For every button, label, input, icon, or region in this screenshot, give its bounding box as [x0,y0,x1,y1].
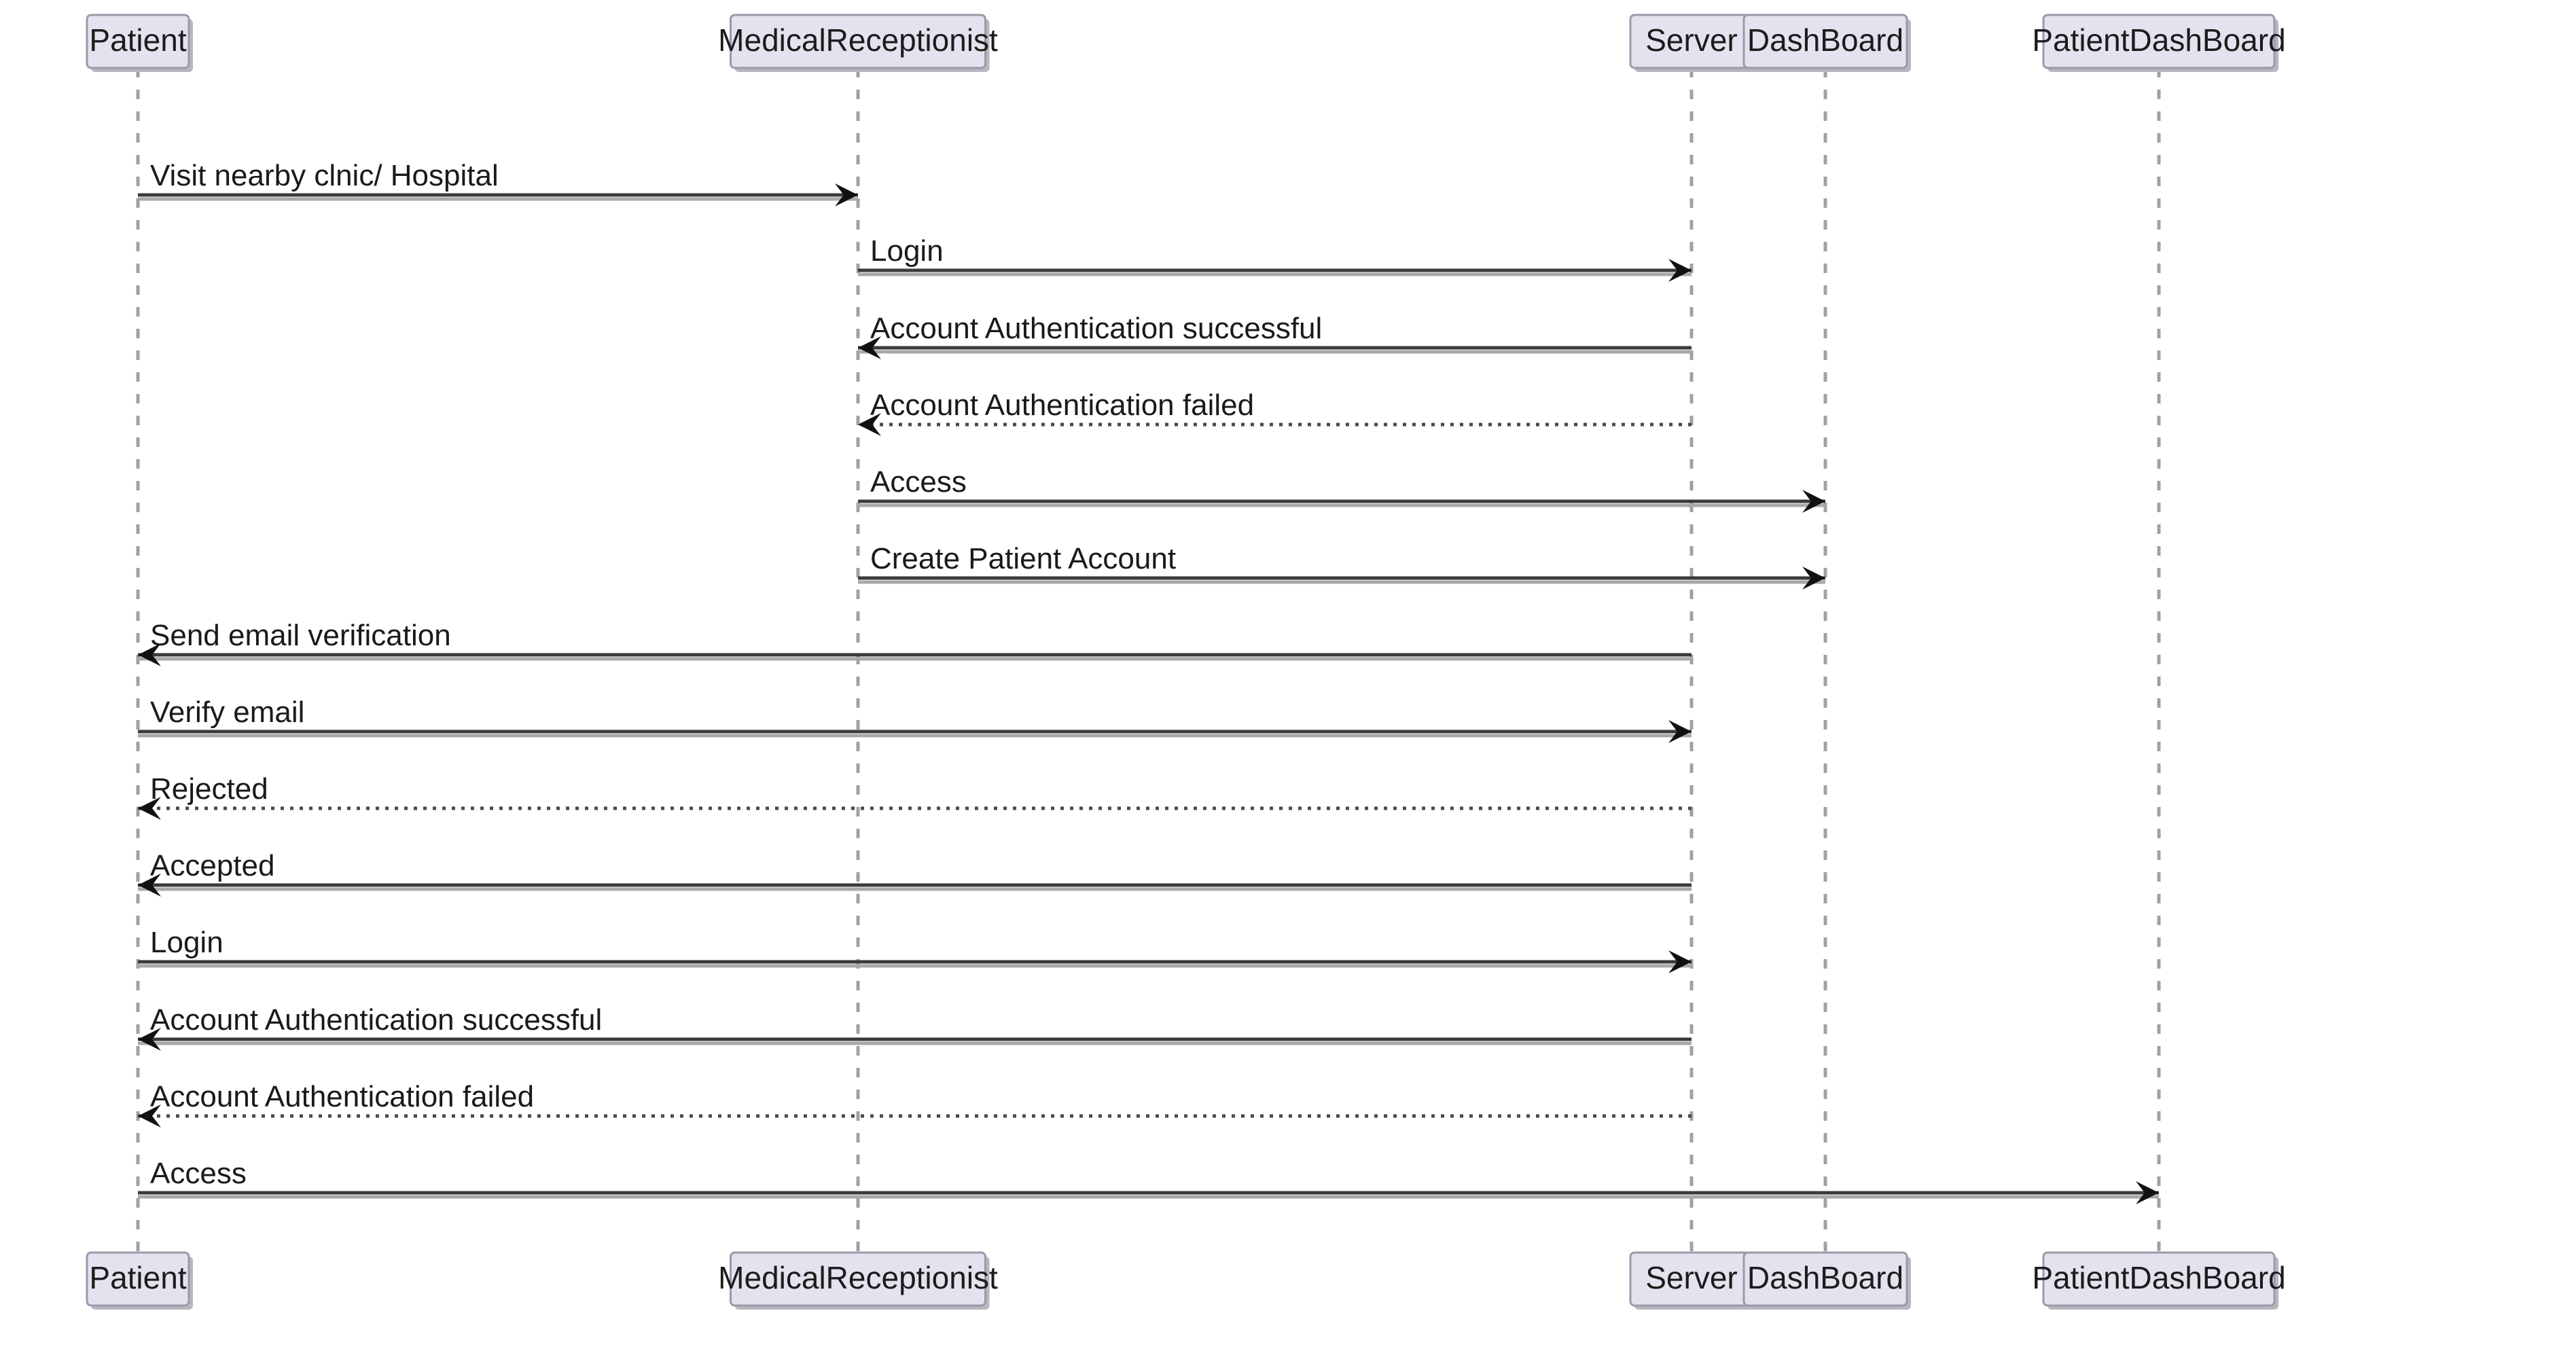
participant-box[interactable] [1742,14,1908,69]
message-label: Account Authentication failed [870,389,1254,422]
message-label: Accepted [150,849,274,882]
message-arrowhead [1668,259,1692,282]
participant-dashboard-top[interactable]: DashBoard [1742,14,1911,72]
participants-top-layer: Patient MedicalReceptionist Server DashBoar… [86,14,2286,72]
message-10-solid[interactable]: Accepted [138,849,1692,897]
participant-label: Patient [89,1260,186,1295]
participant-label: Server [1645,22,1737,58]
participant-label: PatientDashBoard [2032,1260,2285,1295]
participant-label: PatientDashBoard [2032,22,2285,58]
message-arrowhead [138,797,161,820]
message-label: Create Patient Account [870,542,1176,575]
message-8-solid[interactable]: Verify email [138,696,1692,743]
message-label: Login [870,234,944,268]
message-4-dotted[interactable]: Account Authentication failed [858,389,1692,436]
participant-box[interactable] [2042,1251,2276,1307]
message-7-solid[interactable]: Send email verification [138,619,1692,666]
message-arrowhead [138,1028,161,1051]
participant-box[interactable] [730,1251,986,1307]
participant-label: Patient [89,22,186,58]
message-3-solid[interactable]: Account Authentication successful [858,312,1692,359]
message-arrowhead [858,413,881,436]
message-1-solid[interactable]: Visit nearby clnic/ Hospital [138,159,858,206]
participant-label: MedicalReceptionist [718,22,998,58]
message-label: Send email verification [150,619,451,652]
participant-box[interactable] [86,14,190,69]
message-label: Access [870,465,967,499]
participant-box[interactable] [2042,14,2276,69]
participant-label: MedicalReceptionist [718,1260,998,1295]
participant-box[interactable] [1742,1251,1908,1307]
message-2-solid[interactable]: Login [858,234,1692,282]
message-14-solid[interactable]: Access [138,1157,2159,1204]
message-label: Login [150,926,223,959]
messages-layer: Visit nearby clnic/ HospitalLoginAccount… [138,159,2159,1204]
participant-dashboard-bottom[interactable]: DashBoard [1742,1251,1911,1310]
message-13-dotted[interactable]: Account Authentication failed [138,1080,1692,1128]
participant-label: DashBoard [1747,22,1903,58]
participants-bottom-layer: Patient MedicalReceptionist Server DashBoar… [86,1251,2286,1310]
participant-patient-bottom[interactable]: Patient [86,1251,193,1310]
participant-box[interactable] [86,1251,190,1307]
message-arrowhead [138,1104,161,1128]
participant-medicalreceptionist-top[interactable]: MedicalReceptionist [718,14,998,72]
message-arrowhead [1668,720,1692,743]
message-arrowhead [138,874,161,897]
message-label: Rejected [150,772,268,806]
participant-patient-top[interactable]: Patient [86,14,193,72]
message-arrowhead [1802,490,1825,513]
participant-server-bottom[interactable]: Server [1629,1251,1757,1310]
participant-patientdashboard-top[interactable]: PatientDashBoard [2032,14,2286,72]
message-arrowhead [1668,950,1692,973]
message-arrowhead [138,643,161,666]
message-label: Account Authentication successful [870,312,1322,345]
message-arrowhead [2136,1181,2159,1204]
message-label: Verify email [150,696,304,729]
participant-server-top[interactable]: Server [1629,14,1757,72]
message-label: Access [150,1157,247,1190]
message-5-solid[interactable]: Access [858,465,1825,513]
message-6-solid[interactable]: Create Patient Account [858,542,1825,590]
participant-medicalreceptionist-bottom[interactable]: MedicalReceptionist [718,1251,998,1310]
participant-label: DashBoard [1747,1260,1903,1295]
participant-box[interactable] [730,14,986,69]
message-label: Account Authentication failed [150,1080,534,1113]
message-9-dotted[interactable]: Rejected [138,772,1692,820]
participant-patientdashboard-bottom[interactable]: PatientDashBoard [2032,1251,2286,1310]
participant-label: Server [1645,1260,1737,1295]
message-arrowhead [835,183,858,206]
message-12-solid[interactable]: Account Authentication successful [138,1003,1692,1051]
message-label: Account Authentication successful [150,1003,602,1037]
message-arrowhead [1802,566,1825,590]
message-11-solid[interactable]: Login [138,926,1692,973]
message-arrowhead [858,336,881,359]
message-label: Visit nearby clnic/ Hospital [150,159,499,192]
